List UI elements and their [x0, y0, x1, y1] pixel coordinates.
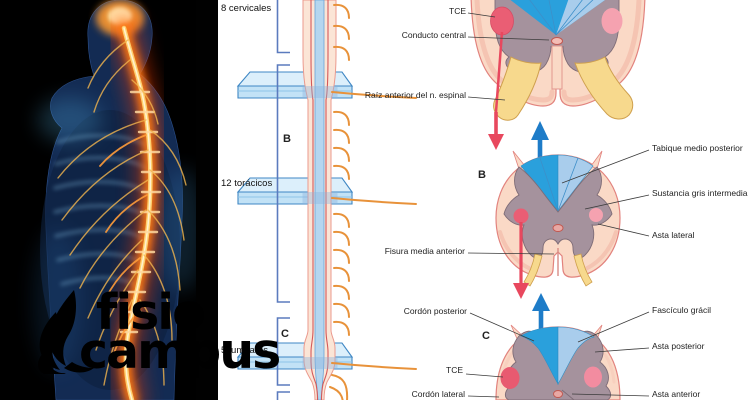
label-raiz-anterior: Raíz anterior del n. espinal [364, 90, 466, 100]
central-canal-b [552, 224, 564, 232]
label-tabique: Tabique medio posterior [652, 143, 743, 153]
bracket-letter-c: C [281, 328, 289, 340]
ascending-arrow-icon [532, 293, 550, 341]
nervous-system-photo [0, 0, 218, 400]
label-cordon-posterior: Cordón posterior [403, 306, 467, 316]
bright-nerves [99, 134, 148, 361]
posterior-column-dark-c [520, 326, 559, 386]
anterior-root-right [574, 56, 634, 120]
central-canal-c [553, 390, 563, 398]
section-letter-c: C [482, 330, 490, 342]
label-sustancia: Sustancia gris intermedia [652, 188, 748, 198]
label-fasciculo-gracil: Fascículo grácil [652, 305, 712, 315]
dorsal-spike-right-b [590, 150, 603, 170]
tce-nucleus-a [490, 6, 514, 36]
cross-section-b [495, 150, 621, 287]
label-tce-c: TCE [446, 365, 463, 375]
posterior-column-light-b [557, 154, 594, 212]
posterior-column-light-c [557, 326, 595, 386]
ventral-rootlet-right-b [573, 253, 593, 287]
pale-nucleus-b [589, 208, 603, 222]
pale-nucleus-c [584, 366, 602, 388]
ventral-rootlet-left-b [523, 253, 543, 287]
posterior-column-light-a [556, 0, 605, 35]
cross-section-a [470, 0, 646, 121]
ascending-arrow-icon [531, 121, 549, 174]
label-tce-a: TCE [449, 6, 466, 16]
nerve-branches [57, 39, 187, 386]
label-asta-posterior: Asta posterior [652, 341, 705, 351]
spinal-cord [302, 0, 338, 400]
label-asta-anterior: Asta anterior [652, 389, 701, 399]
cross-section-c [495, 324, 621, 400]
tce-nucleus-c [500, 367, 520, 389]
label-fisura: Fisura media anterior [384, 246, 465, 256]
level-brackets [276, 0, 290, 400]
label-lumbar: 5 lumbares [221, 345, 268, 356]
descending-arrow-icon [488, 112, 504, 150]
section-letter-b: B [478, 169, 486, 181]
descending-arrow-icon [513, 222, 529, 299]
central-canal-a [551, 37, 563, 45]
label-conducto-central: Conducto central [401, 30, 466, 40]
label-asta-lateral: Asta lateral [652, 230, 695, 240]
label-cordon-lateral: Cordón lateral [411, 389, 465, 399]
label-thoracic: 12 torácicos [221, 178, 273, 189]
gray-matter-b [503, 166, 613, 259]
bracket-letter-b: B [283, 133, 291, 145]
leader-lines [465, 12, 650, 398]
tce-nucleus-b [513, 208, 529, 224]
pale-nucleus-a [601, 8, 623, 34]
label-cervical: 8 cervicales [221, 3, 272, 14]
nerve-roots [329, 3, 417, 400]
